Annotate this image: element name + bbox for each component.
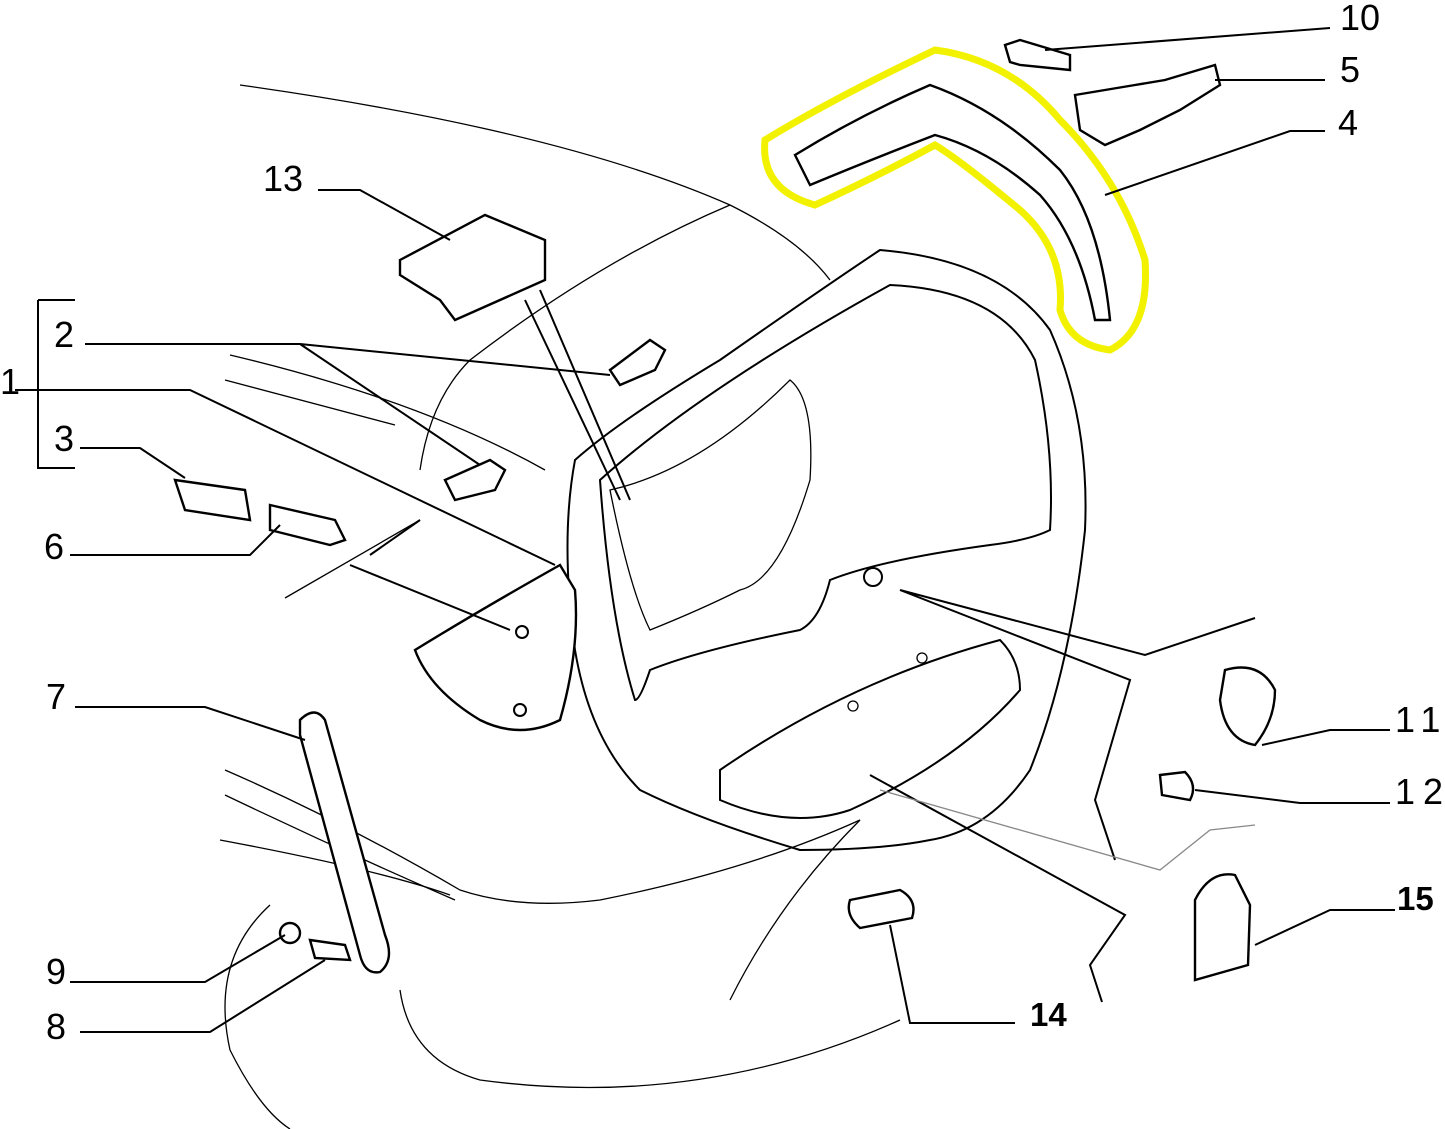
label-14: 14 [1030, 996, 1067, 1033]
part-11-badge [1218, 666, 1277, 747]
part-5-clip [1073, 63, 1222, 147]
parts [173, 38, 1277, 982]
tailgate [413, 248, 1087, 852]
label-12: 12 [1395, 771, 1445, 812]
label-10: 10 [1340, 0, 1381, 38]
leader-lines [15, 27, 1395, 1033]
part-9-washer [278, 921, 302, 945]
label-13: 13 [263, 158, 304, 199]
label-15: 15 [1397, 880, 1434, 917]
highlight-outline [761, 46, 1150, 354]
part-6-cylinder [268, 503, 347, 547]
label-8: 8 [46, 1006, 67, 1047]
label-7: 7 [46, 676, 67, 717]
label-11: 11 [1395, 699, 1445, 740]
part-8-bolt [308, 938, 352, 962]
label-6: 6 [44, 526, 65, 567]
part-7-gas-strut [298, 711, 391, 974]
label-3: 3 [54, 418, 75, 459]
part-10-screw [1003, 38, 1072, 72]
label-9: 9 [46, 951, 67, 992]
label-2: 2 [54, 314, 75, 355]
part-2-bumper-b [443, 458, 507, 502]
label-1: 1 [0, 361, 21, 402]
label-4: 4 [1338, 102, 1359, 143]
label-5: 5 [1340, 49, 1361, 90]
part-12-clip [1158, 770, 1195, 802]
part-3-lock-cylinder [173, 478, 252, 522]
part-13-cover [398, 213, 547, 322]
part-14-grommet [847, 888, 915, 930]
part-15-pad [1193, 873, 1252, 982]
part-2-bumper-a [608, 338, 667, 387]
part-4-seal-trim [793, 83, 1112, 322]
